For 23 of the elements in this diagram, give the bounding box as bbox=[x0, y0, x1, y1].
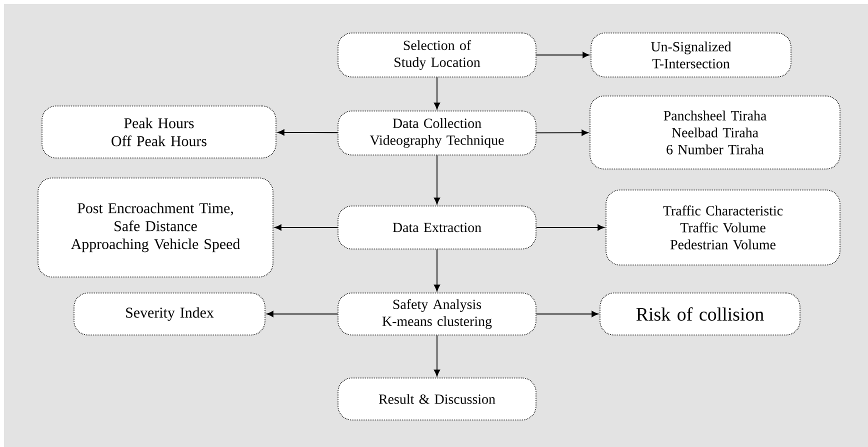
process-box: Un-Signalized T-Intersection bbox=[590, 32, 792, 78]
arrow bbox=[434, 248, 440, 292]
process-box: Data Extraction bbox=[338, 206, 536, 250]
arrow bbox=[536, 130, 588, 136]
arrow bbox=[274, 224, 338, 231]
process-box: Peak Hours Off Peak Hours bbox=[42, 106, 276, 158]
arrow bbox=[536, 52, 590, 58]
process-box: Post Encroachment Time, Safe Distance Approaching Vehicle Speed bbox=[38, 178, 274, 278]
process-box: Traffic Characteristic Traffic Volume Pedestrian Volume bbox=[606, 190, 840, 266]
process-box: Panchsheel Tiraha Neelbad Tiraha 6 Number Tiraha bbox=[590, 96, 840, 170]
arrow bbox=[434, 334, 440, 376]
arrow bbox=[278, 129, 338, 136]
arrow bbox=[434, 76, 440, 110]
process-box: Safety Analysis K-means clustering bbox=[338, 292, 536, 336]
arrow bbox=[536, 310, 598, 318]
process-box: Data Collection Videography Technique bbox=[338, 110, 536, 156]
arrow bbox=[434, 154, 440, 204]
process-box: Selection of Study Location bbox=[338, 32, 536, 78]
arrow bbox=[536, 224, 604, 231]
arrow bbox=[266, 310, 338, 318]
process-box: Severity Index bbox=[74, 292, 266, 336]
process-box: Risk of collision bbox=[600, 292, 800, 336]
process-box: Result & Discussion bbox=[338, 378, 536, 420]
